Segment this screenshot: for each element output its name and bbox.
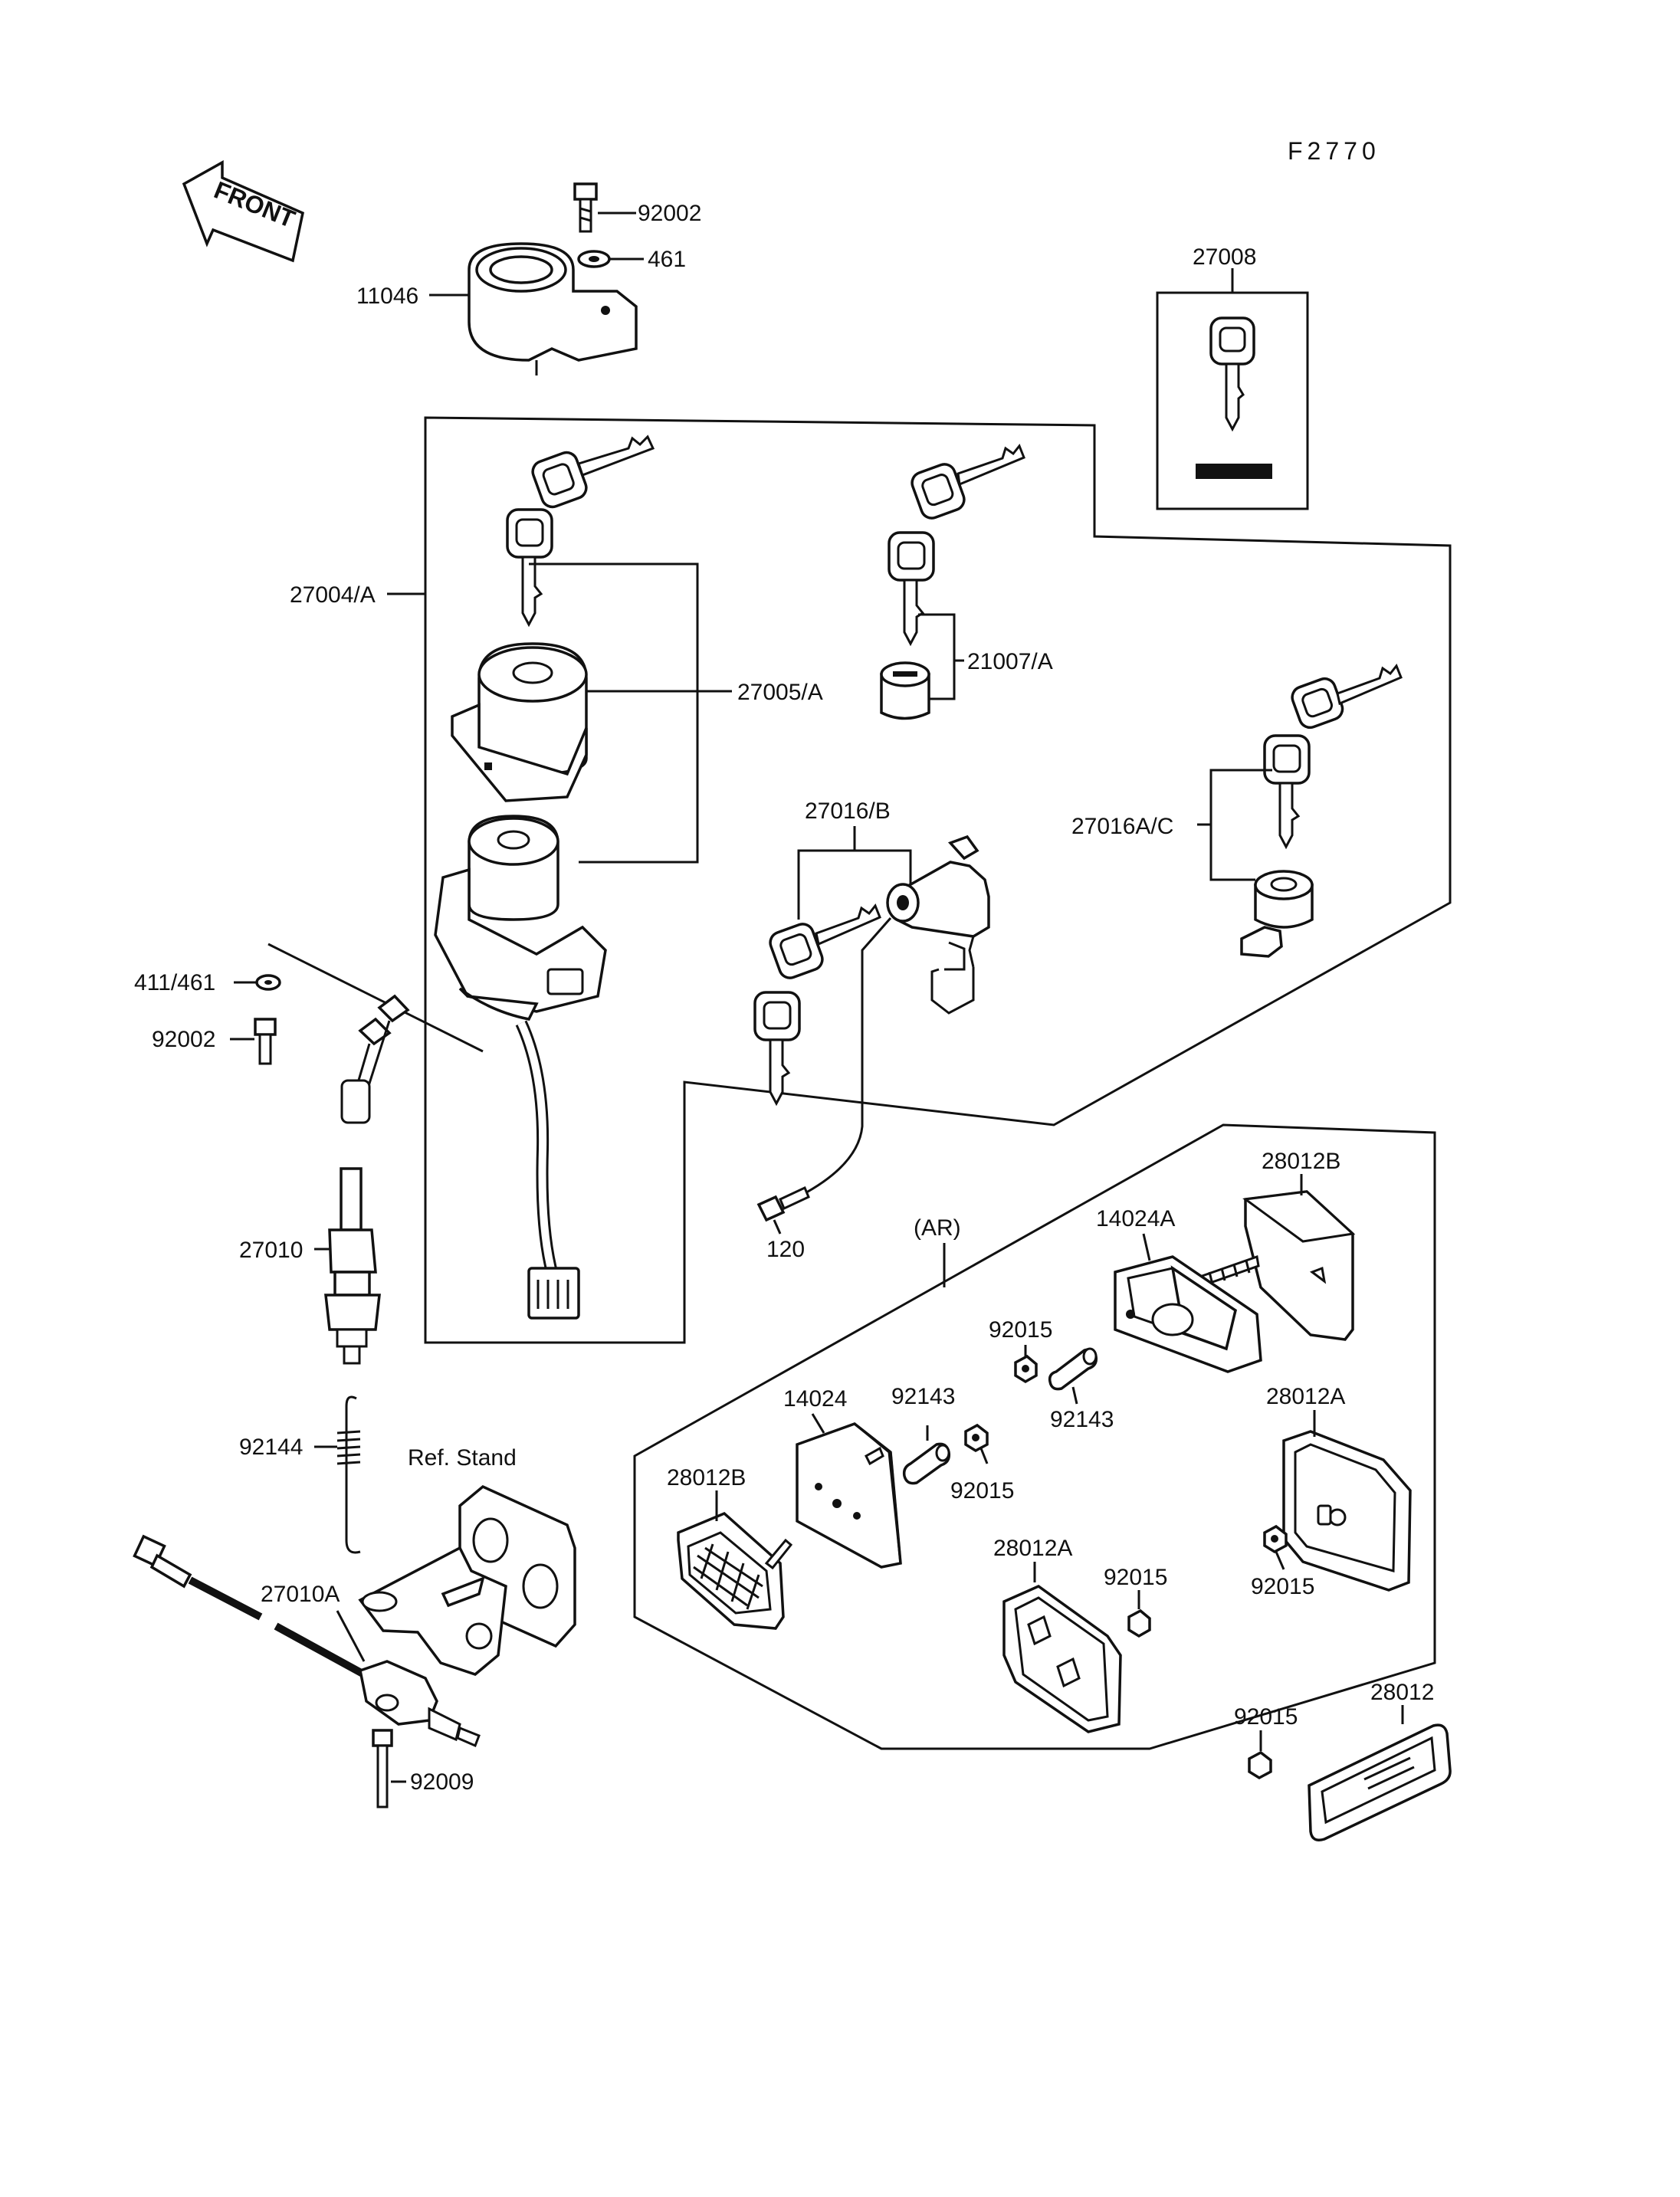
- nut-92015-c: [1263, 1524, 1288, 1554]
- label-92015-e: 92015: [1234, 1704, 1298, 1730]
- label-92143-a: 92143: [1050, 1407, 1114, 1432]
- reflector-28012B-top: [1194, 1190, 1356, 1341]
- ignition-switch-27005A: [451, 642, 588, 802]
- label-28012B-top: 28012B: [1262, 1149, 1340, 1174]
- label-28012B-left: 28012B: [667, 1465, 746, 1490]
- key-pair-right: [1263, 664, 1403, 850]
- label-28012: 28012: [1370, 1680, 1434, 1705]
- label-92015-c: 92015: [1251, 1574, 1314, 1599]
- screw-120: [756, 1185, 810, 1222]
- label-92015-b: 92015: [950, 1478, 1014, 1503]
- diagram-code: F2770: [1288, 137, 1380, 165]
- key-cylinder-21007A: [880, 661, 930, 720]
- spring-92144: [336, 1395, 361, 1554]
- label-411-461: 411/461: [134, 970, 215, 995]
- label-14024A: 14024A: [1096, 1206, 1175, 1231]
- reflector-assembly-outline: [633, 1123, 1436, 1750]
- label-92143-b: 92143: [891, 1384, 955, 1409]
- lock-27016AC: [1240, 870, 1314, 958]
- label-461: 461: [648, 247, 686, 272]
- spacer-92143-a: [1048, 1347, 1098, 1391]
- assembly-outline-27004A: [424, 416, 1452, 1344]
- key-pair-center: [888, 444, 1025, 647]
- label-92144: 92144: [239, 1435, 303, 1460]
- bolt-92002-mid: [254, 1018, 277, 1065]
- reflector-28012: [1308, 1723, 1452, 1841]
- key-blank-27008: [1156, 268, 1309, 510]
- label-92015-d: 92015: [1104, 1565, 1167, 1590]
- label-27010A: 27010A: [261, 1582, 340, 1607]
- nut-92015-b: [964, 1423, 989, 1453]
- label-120: 120: [766, 1237, 805, 1262]
- spacer-92143-b: [902, 1442, 951, 1485]
- reflector-28012B-left: [677, 1511, 793, 1630]
- washer-411-461: [255, 974, 281, 991]
- bolt-92002-top: [573, 182, 598, 233]
- bracket-14024A: [1114, 1255, 1262, 1373]
- front-arrow-icon: FRONT: [182, 160, 305, 263]
- key-pair-lower: [753, 903, 881, 1107]
- switch-27010: [324, 994, 410, 1365]
- label-28012A-right: 28012A: [1266, 1384, 1345, 1409]
- label-27008: 27008: [1193, 244, 1256, 270]
- ignition-switch-assembly: [434, 815, 607, 1320]
- label-21007A: 21007/A: [967, 649, 1053, 674]
- bolt-92009: [372, 1729, 393, 1808]
- label-27016AC: 27016A/C: [1071, 814, 1173, 839]
- label-14024: 14024: [783, 1386, 847, 1412]
- label-27004A: 27004/A: [290, 582, 376, 608]
- nut-92015-e: [1248, 1750, 1272, 1780]
- key-pair-left: [506, 434, 655, 628]
- nut-92015-a: [1014, 1354, 1038, 1384]
- ar-label: (AR): [914, 1215, 961, 1241]
- label-28012A-bottom: 28012A: [993, 1536, 1072, 1561]
- label-92002-top: 92002: [638, 201, 701, 226]
- label-27005A: 27005/A: [737, 680, 823, 705]
- label-92009: 92009: [410, 1769, 474, 1795]
- reflector-28012A-bottom: [1002, 1584, 1122, 1733]
- label-11046: 11046: [356, 284, 418, 309]
- reflector-28012A-right: [1282, 1430, 1412, 1592]
- bracket-14024: [796, 1422, 902, 1569]
- ignition-switch-cover-bracket: [468, 242, 638, 375]
- label-92015-a: 92015: [989, 1317, 1052, 1343]
- ref-stand-label: Ref. Stand: [408, 1445, 517, 1471]
- label-27010: 27010: [239, 1238, 303, 1263]
- washer-461: [577, 250, 611, 268]
- ref-stand-icon: [358, 1484, 576, 1676]
- side-stand-switch-27010A: [133, 1534, 481, 1747]
- nut-92015-d: [1127, 1608, 1151, 1638]
- label-92002-mid: 92002: [152, 1027, 215, 1052]
- seat-lock-27016B: [886, 835, 990, 1015]
- label-27016B: 27016/B: [805, 798, 891, 824]
